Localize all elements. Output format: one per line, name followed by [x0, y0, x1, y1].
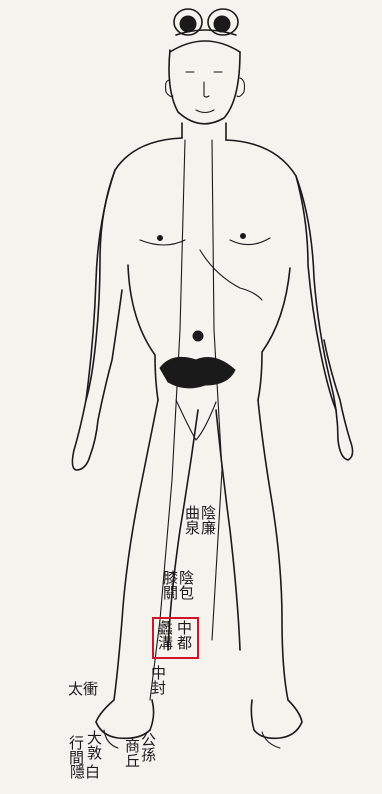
right-leg [251, 400, 302, 738]
point-label-a: 陰廉 [200, 505, 215, 535]
point-label-i: 大敦 [86, 730, 101, 760]
face [186, 72, 222, 113]
point-label-d: 膝關 [162, 570, 177, 600]
point-label-k: 公孫 [140, 732, 155, 762]
point-label-l: 商丘 [124, 738, 139, 768]
point-label-c: 陰包 [178, 570, 193, 600]
point-label-j: 行間 [68, 735, 83, 765]
point-label-h: 太衝 [68, 682, 98, 697]
hair [170, 9, 240, 52]
point-label-g: 中封 [150, 665, 165, 695]
point-label-m: 隱白 [70, 765, 100, 780]
meridian-line-left [150, 140, 185, 700]
point-label-b: 曲泉 [184, 505, 199, 535]
navel-mark [193, 331, 203, 341]
meridian-line-right [212, 140, 222, 640]
ink-blot [160, 357, 235, 388]
highlight-box [152, 617, 199, 659]
